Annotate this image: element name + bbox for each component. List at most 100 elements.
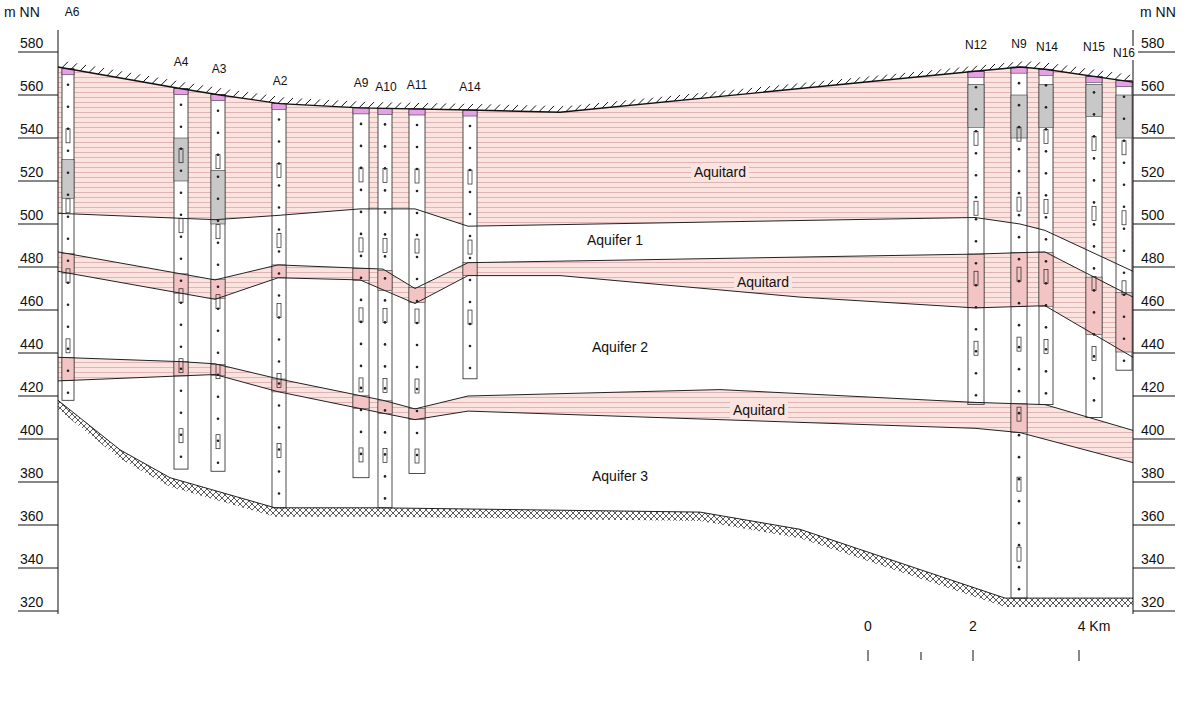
screen-symbol bbox=[1122, 141, 1126, 155]
sediment-symbol bbox=[278, 118, 281, 121]
sediment-symbol bbox=[1093, 201, 1096, 204]
sediment-symbol bbox=[1018, 456, 1021, 459]
surface-hatch bbox=[206, 87, 212, 93]
surface-hatch bbox=[971, 66, 977, 72]
sediment-symbol bbox=[1093, 355, 1096, 358]
surface-hatch bbox=[395, 103, 401, 109]
surface-hatch bbox=[638, 99, 644, 105]
surface-hatch bbox=[440, 103, 446, 109]
elevation-label: 460 bbox=[20, 293, 43, 309]
screen-symbol bbox=[468, 170, 472, 184]
surface-hatch bbox=[1088, 70, 1094, 76]
sediment-symbol bbox=[1018, 302, 1021, 305]
layer-label: Aquitard bbox=[734, 274, 792, 290]
elevation-label: 520 bbox=[1141, 164, 1164, 180]
sediment-symbol bbox=[975, 152, 978, 155]
sediment-symbol bbox=[1093, 399, 1096, 402]
borehole-column bbox=[174, 89, 188, 469]
borehole-interval bbox=[1086, 277, 1102, 334]
sediment-symbol bbox=[1045, 194, 1048, 197]
elevation-label: 520 bbox=[20, 164, 43, 180]
surface-hatch bbox=[503, 105, 509, 111]
borehole-interval bbox=[353, 108, 369, 114]
surface-hatch bbox=[809, 82, 815, 88]
elevation-label: 440 bbox=[20, 336, 43, 352]
screen-symbol bbox=[216, 365, 220, 379]
axis-tick bbox=[18, 138, 58, 139]
sediment-symbol bbox=[180, 257, 183, 260]
sediment-symbol bbox=[1018, 390, 1021, 393]
sediment-symbol bbox=[180, 389, 183, 392]
sediment-symbol bbox=[217, 461, 220, 464]
sediment-symbol bbox=[67, 172, 70, 175]
sediment-symbol bbox=[1018, 544, 1021, 547]
borehole-interval bbox=[62, 358, 74, 381]
sediment-symbol bbox=[360, 189, 363, 192]
screen-symbol bbox=[1044, 339, 1048, 353]
sediment-symbol bbox=[1123, 359, 1126, 362]
screen-symbol bbox=[383, 448, 387, 462]
surface-hatch bbox=[800, 83, 806, 89]
sediment-symbol bbox=[360, 453, 363, 456]
axis-tick bbox=[1133, 482, 1175, 483]
surface-hatch bbox=[1034, 62, 1040, 68]
sediment-symbol bbox=[384, 211, 387, 214]
screen-symbol bbox=[277, 303, 281, 317]
borehole-interval bbox=[968, 84, 984, 127]
sediment-symbol bbox=[384, 343, 387, 346]
screen-symbol bbox=[1017, 127, 1021, 141]
sediment-symbol bbox=[975, 174, 978, 177]
sediment-symbol bbox=[67, 150, 70, 153]
scale-label: 2 bbox=[969, 618, 977, 634]
borehole-interval bbox=[272, 379, 286, 392]
surface-hatch bbox=[854, 77, 860, 83]
layer-label: Aquifer 3 bbox=[589, 468, 651, 484]
borehole-interval bbox=[378, 401, 392, 414]
borehole-interval bbox=[353, 268, 369, 280]
sediment-symbol bbox=[360, 145, 363, 148]
sediment-symbol bbox=[975, 350, 978, 353]
surface-hatch bbox=[314, 99, 320, 105]
elevation-label: 540 bbox=[1141, 121, 1164, 137]
elevation-label: 420 bbox=[20, 379, 43, 395]
axis-tick bbox=[1133, 525, 1175, 526]
axis-tick bbox=[1133, 138, 1175, 139]
surface-hatch bbox=[611, 101, 617, 107]
sediment-symbol bbox=[1018, 82, 1021, 85]
sediment-symbol bbox=[180, 433, 183, 436]
sediment-symbol bbox=[278, 492, 281, 495]
surface-hatch bbox=[476, 104, 482, 110]
borehole-interval bbox=[1011, 253, 1027, 307]
axis-tick bbox=[1133, 396, 1175, 397]
axis-tick bbox=[18, 525, 58, 526]
axis-tick bbox=[1133, 224, 1175, 225]
sediment-symbol bbox=[469, 191, 472, 194]
sediment-symbol bbox=[416, 190, 419, 193]
borehole-interval bbox=[1011, 95, 1027, 138]
surface-hatch bbox=[557, 106, 563, 112]
sediment-symbol bbox=[416, 212, 419, 215]
sediment-symbol bbox=[278, 382, 281, 385]
sediment-symbol bbox=[1018, 236, 1021, 239]
borehole-label: A10 bbox=[372, 80, 399, 94]
surface-hatch bbox=[755, 87, 761, 93]
sediment-symbol bbox=[1093, 311, 1096, 314]
sediment-symbol bbox=[278, 448, 281, 451]
sediment-symbol bbox=[1045, 326, 1048, 329]
surface-hatch bbox=[584, 104, 590, 110]
surface-hatch bbox=[404, 103, 410, 109]
sediment-symbol bbox=[469, 147, 472, 150]
surface-hatch bbox=[1106, 72, 1112, 78]
screen-symbol bbox=[179, 149, 183, 163]
surface-hatch bbox=[152, 78, 158, 84]
sediment-symbol bbox=[1018, 368, 1021, 371]
sediment-symbol bbox=[1123, 117, 1126, 120]
sediment-symbol bbox=[67, 392, 70, 395]
screen-symbol bbox=[383, 308, 387, 322]
borehole-interval bbox=[353, 396, 369, 409]
borehole-label: A11 bbox=[404, 78, 430, 92]
elevation-label: 580 bbox=[1141, 35, 1164, 51]
elevation-label: 580 bbox=[20, 35, 43, 51]
borehole-interval bbox=[409, 109, 425, 115]
